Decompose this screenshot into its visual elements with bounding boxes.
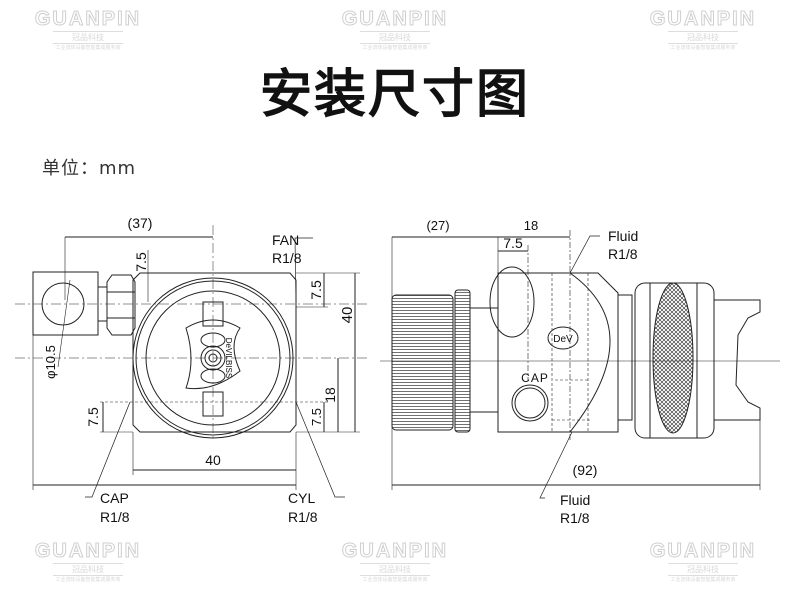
unit-label: 单位：mm — [42, 158, 137, 179]
fluid-bottom-leader — [539, 431, 573, 499]
fluid-top-thread: R1/8 — [608, 246, 638, 262]
cyl-leader — [295, 401, 345, 498]
body-curve — [569, 272, 611, 433]
brand-mark: DeVILBISS — [224, 338, 233, 378]
cyl-thread: R1/8 — [288, 509, 318, 525]
dim-7-5-side: 7.5 — [503, 235, 523, 251]
cap-label: CAP — [100, 490, 129, 506]
knurled-cap — [391, 294, 454, 431]
dim-92: (92) — [573, 462, 598, 478]
fluid-nozzle — [713, 299, 761, 421]
side-view — [380, 230, 780, 499]
front-view — [15, 225, 370, 498]
dev-logo-text: DeV — [553, 334, 573, 345]
fluid-bottom-label: Fluid — [560, 492, 590, 508]
page-title: 安装尺寸图 — [259, 65, 530, 125]
dim-27: (27) — [426, 218, 449, 233]
dim-width-40: 40 — [205, 452, 221, 468]
dim-diameter: φ10.5 — [43, 345, 58, 379]
fluid-bottom-thread: R1/8 — [560, 510, 590, 526]
fan-label: FAN — [272, 232, 299, 248]
hex-nut — [106, 274, 136, 336]
air-cap-ring — [132, 277, 294, 439]
retaining-ring — [454, 289, 471, 433]
dim-hex-7-5: 7.5 — [133, 252, 149, 272]
side-view-labels: (27) 18 7.5 (92) CAP DeV Fluid R1/8 Flui… — [426, 218, 638, 526]
dim-right-bottom: 7.5 — [309, 408, 324, 426]
cap-thread: R1/8 — [100, 509, 130, 525]
fan-thread: R1/8 — [272, 250, 302, 266]
dim-18: 18 — [322, 387, 338, 403]
side-port-block — [32, 271, 99, 336]
cyl-label: CYL — [288, 490, 315, 506]
dim-37: (37) — [128, 215, 153, 231]
dim-18-side: 18 — [524, 218, 538, 233]
dim-left-bottom: 7.5 — [85, 407, 101, 427]
port-circle — [41, 282, 85, 326]
dim-right-top: 7.5 — [308, 280, 324, 300]
devilbiss-logo — [547, 326, 579, 350]
front-view-labels: (37) 7.5 7.5 40 18 7.5 7.5 40 φ10.5 DeVI… — [43, 215, 356, 525]
fluid-top-leader — [569, 235, 600, 274]
main-body — [132, 272, 297, 433]
fan-leader — [294, 237, 313, 306]
fluid-top-label: Fluid — [608, 228, 638, 244]
air-cap-horns — [185, 319, 241, 390]
cap-port — [511, 384, 549, 422]
cap-leader — [85, 401, 131, 498]
cap-text: CAP — [521, 371, 549, 385]
dim-height-40: 40 — [339, 307, 356, 324]
